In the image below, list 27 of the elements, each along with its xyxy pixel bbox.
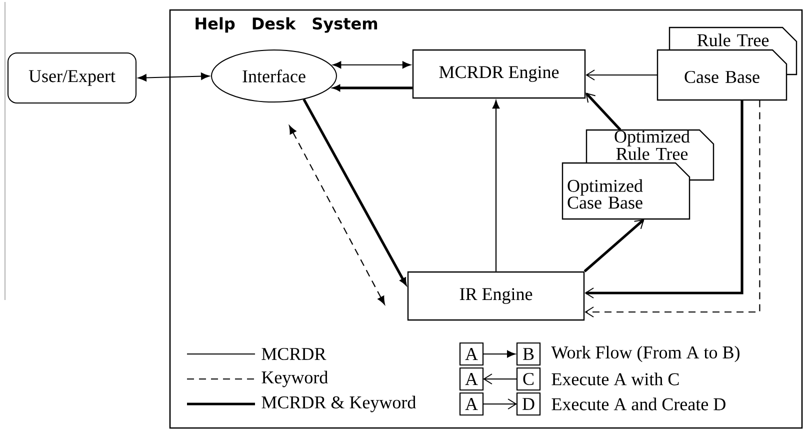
engine-box: MCRDR Engine	[412, 49, 586, 99]
legend-text: Execute A with C	[552, 372, 679, 386]
arrow	[302, 98, 407, 285]
legend-sample-drawing: A D	[459, 392, 541, 416]
arrow	[586, 70, 658, 80]
label: B	[523, 348, 534, 360]
arrow	[586, 92, 622, 131]
legend-sample-drawing: A B	[459, 342, 541, 366]
legend-text: Keyword	[262, 370, 328, 388]
arrow	[138, 72, 210, 82]
arrow	[289, 125, 385, 305]
legend-text: MCRDR	[262, 348, 326, 360]
arrow	[584, 100, 760, 318]
legend-text: Execute A and Create D	[552, 398, 726, 410]
label: A	[465, 373, 478, 385]
legend-sample-drawing: A C	[459, 367, 541, 391]
arrow	[333, 84, 412, 92]
arrow	[584, 219, 644, 272]
legend-text: Work Flow (From A to B)	[551, 346, 740, 362]
engine-box: IR Engine	[407, 271, 585, 321]
arrow	[584, 100, 744, 298]
label: A	[465, 348, 478, 360]
actor-box: User/Expert	[8, 52, 136, 104]
arrow	[492, 100, 500, 272]
label: C	[523, 372, 534, 386]
arrow	[332, 61, 411, 68]
legend-text: MCRDR & Keyword	[262, 396, 416, 412]
